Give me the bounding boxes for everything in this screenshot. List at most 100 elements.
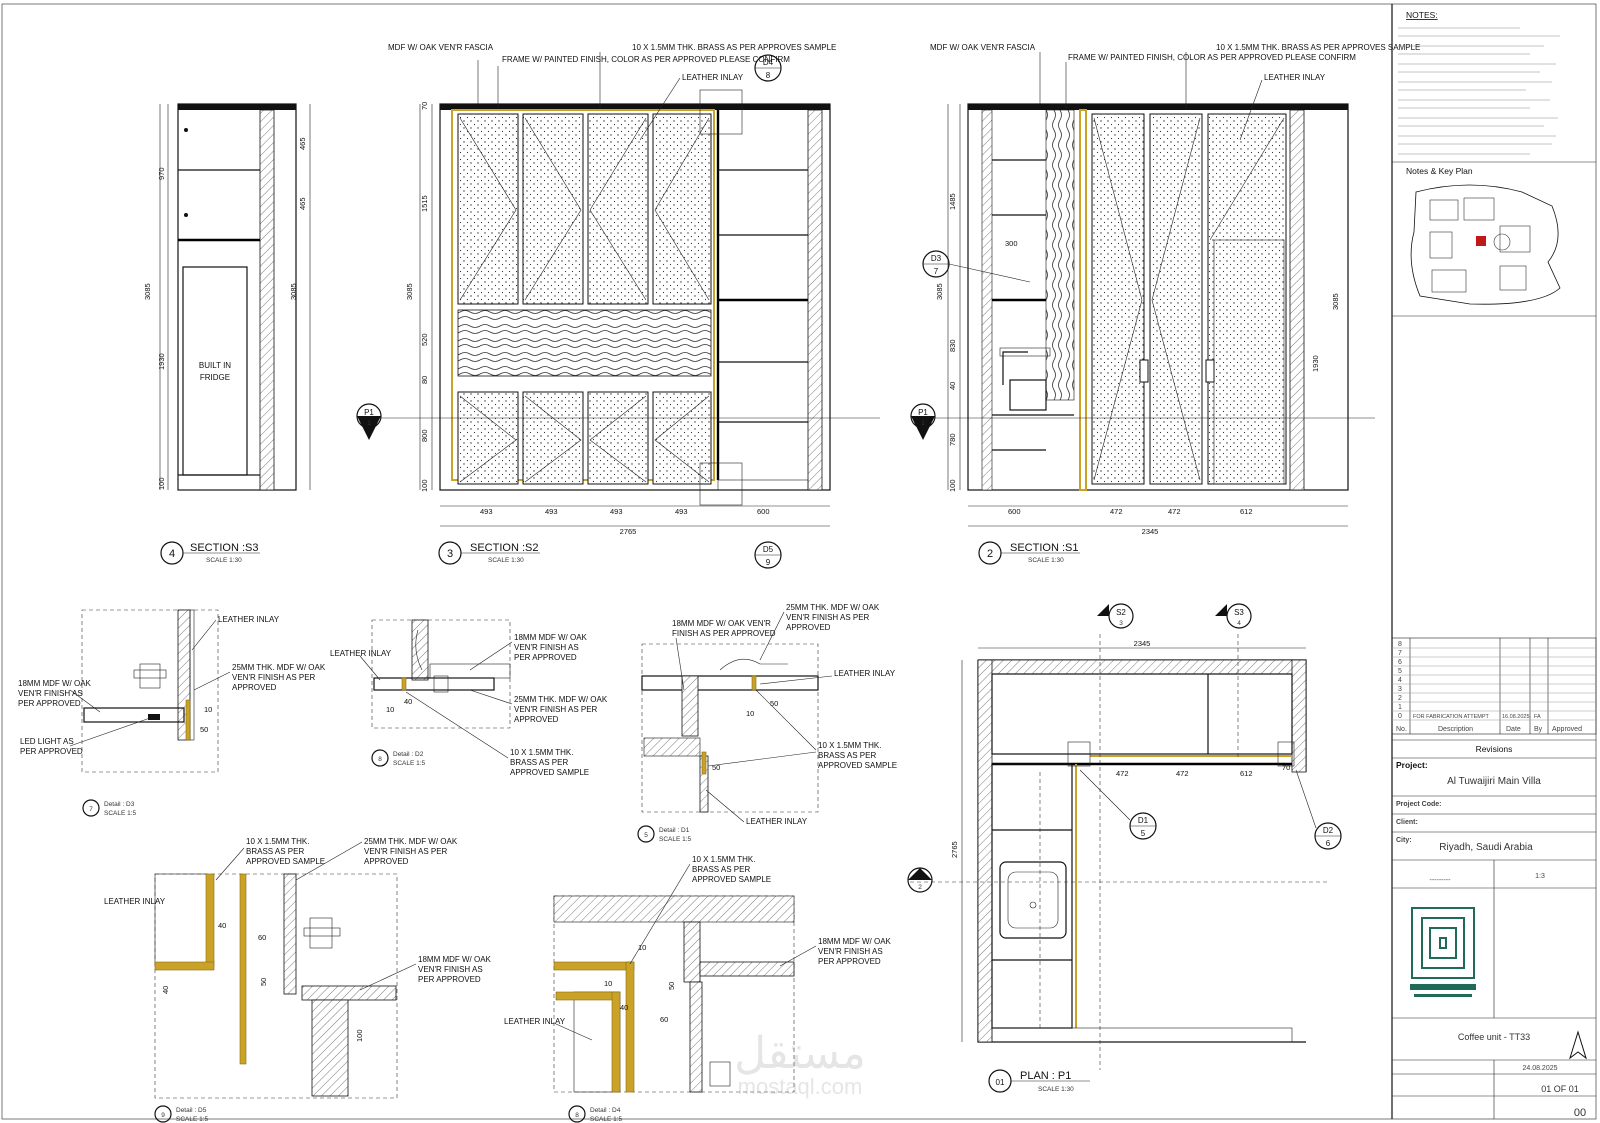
svg-text:1: 1: [367, 420, 371, 427]
callout-d4-sheet: 8: [766, 71, 771, 80]
rev-head-no: No.: [1396, 726, 1407, 733]
rev-head-desc: Description: [1438, 726, 1473, 733]
detail-title-8: Detail : D2: [393, 751, 424, 758]
dim-plan-612: 612: [1240, 769, 1253, 778]
view-title-plan: PLAN : P1: [1020, 1070, 1071, 1082]
rev-row0-by: FA: [1534, 714, 1541, 720]
d5-dim-100: 100: [355, 1029, 364, 1042]
dim-s2-mid: 520: [420, 333, 429, 346]
d2-label-brass-2: BRASS AS PER: [510, 758, 568, 767]
d3-label-25mm-2: VEN'R FINISH AS PER: [232, 673, 316, 682]
dim-s2-low: 800: [420, 429, 429, 442]
dim-s1-door-1: 472: [1110, 507, 1123, 516]
detail-num-7: 7: [89, 806, 93, 813]
detail-scale-5: SCALE 1:5: [659, 836, 692, 843]
rev-row-2: 2: [1398, 695, 1402, 702]
dim-s2-side: 600: [757, 507, 770, 516]
fridge-label-1: BUILT IN: [199, 361, 231, 370]
d3-label-led: LED LIGHT AS: [20, 737, 74, 746]
dim-s2-overall: 3085: [405, 283, 414, 300]
rev-head-approved: Approved: [1552, 726, 1582, 733]
upper-doors: [457, 113, 712, 305]
label-frame-s1: FRAME W/ PAINTED FINISH, COLOR AS PER AP…: [1068, 53, 1356, 62]
svg-text:1: 1: [921, 420, 925, 427]
project-label: Project:: [1396, 760, 1428, 770]
detail-num-d4: 8: [575, 1112, 579, 1119]
label-frame-s2: FRAME W/ PAINTED FINISH, COLOR AS PER AP…: [502, 55, 790, 64]
d1-label-leather-2: LEATHER INLAY: [746, 817, 808, 826]
d3-label-mdf-2: VEN'R FINISH AS: [18, 689, 83, 698]
callout-d2-sheet: 6: [1326, 839, 1331, 848]
callout-d1-sheet: 5: [1141, 829, 1146, 838]
label-leather-s2: LEATHER INLAY: [682, 73, 744, 82]
label-brass-s1: 10 X 1.5MM THK. BRASS AS PER APPROVES SA…: [1216, 43, 1420, 52]
svg-text:P1: P1: [364, 408, 374, 417]
dim-s3-overall: 3085: [143, 283, 152, 300]
label-mdf-fascia-s2: MDF W/ OAK VEN'R FASCIA: [388, 43, 494, 52]
dim-plan-width: 2345: [1134, 639, 1151, 648]
callout-d3-id: D3: [931, 254, 942, 263]
callout-d4-id: D4: [763, 58, 774, 67]
dim-s3-top: 970: [157, 167, 166, 180]
d4-dim-10: 10: [638, 943, 646, 952]
d1-label-mdf25-3: APPROVED: [786, 623, 831, 632]
d4-label-mdf18: 18MM MDF W/ OAK: [818, 937, 892, 946]
svg-text:S1: S1: [915, 872, 925, 881]
d5-label-mdf18-3: PER APPROVED: [418, 975, 481, 984]
section-s2: 3085 1515 520 80 800 100 70 493 493 493 …: [356, 43, 880, 569]
fridge-label-2: FRIDGE: [200, 373, 230, 382]
rev-row-4: 4: [1398, 677, 1402, 684]
rev-row-3: 3: [1398, 686, 1402, 693]
watermark-arabic: مستقل: [734, 1029, 866, 1078]
d2-dim-10: 10: [386, 705, 394, 714]
city-value: Riyadh, Saudi Arabia: [1439, 842, 1533, 853]
dim-s2-door-3: 493: [610, 507, 623, 516]
sheet-border: [1, 3, 1597, 1120]
client-label: Client:: [1396, 819, 1418, 826]
svg-text:4: 4: [1237, 620, 1241, 627]
d2-label-leather: LEATHER INLAY: [330, 649, 392, 658]
detail-scale-9: SCALE 1:5: [176, 1116, 209, 1123]
view-title-s2: SECTION :S2: [470, 542, 538, 554]
svg-text:3: 3: [1119, 620, 1123, 627]
d4-label-brass: 10 X 1.5MM THK.: [692, 855, 755, 864]
dim-s1-40: 40: [948, 382, 957, 390]
rev-row0-date: 16.08.2025: [1502, 714, 1530, 720]
d5-label-mdf25-3: APPROVED: [364, 857, 409, 866]
view-scale-s2: SCALE 1:30: [488, 557, 524, 564]
d4-label-brass-3: APPROVED SAMPLE: [692, 875, 771, 884]
notes-lines: [1398, 27, 1560, 155]
label-leather-s1: LEATHER INLAY: [1264, 73, 1326, 82]
d2-dim-40: 40: [404, 697, 412, 706]
d2-label-brass: 10 X 1.5MM THK.: [510, 748, 573, 757]
view-number-s1: 2: [987, 548, 993, 560]
company-logo: [1410, 907, 1476, 997]
project-name: Al Tuwaijiri Main Villa: [1447, 776, 1541, 787]
d5-label-mdf18: 18MM MDF W/ OAK: [418, 955, 492, 964]
dim-s2-gap: 80: [420, 376, 429, 384]
built-in-fridge: [182, 266, 248, 476]
detail-scale-7: SCALE 1:5: [104, 810, 137, 817]
revision-number: 00: [1574, 1107, 1586, 1119]
d2-label-mdf18-2: VEN'R FINISH AS: [514, 643, 579, 652]
rev-row-5: 5: [1398, 668, 1402, 675]
callout-s2: S2 3: [1097, 603, 1134, 629]
d1-label-mdf18: 18MM MDF W/ OAK VEN'R: [672, 619, 771, 628]
dim-s2-base: 100: [420, 479, 429, 492]
detail-d2: LEATHER INLAY 18MM MDF W/ OAK VEN'R FINI…: [330, 619, 608, 777]
label-mdf-fascia-s1: MDF W/ OAK VEN'R FASCIA: [930, 43, 1036, 52]
d4-label-brass-2: BRASS AS PER: [692, 865, 750, 874]
detail-d5: LEATHER INLAY 10 X 1.5MM THK. BRASS AS P…: [104, 837, 492, 1123]
d3-label-25mm: 25MM THK. MDF W/ OAK: [232, 663, 326, 672]
rev-head-by: By: [1534, 726, 1543, 733]
view-number-s3: 4: [169, 548, 175, 560]
detail-scale-d4: SCALE 1:5: [590, 1116, 623, 1123]
rev-head-date: Date: [1506, 726, 1521, 733]
detail-scale-8: SCALE 1:5: [393, 760, 426, 767]
d5-dim-40b: 40: [161, 986, 170, 994]
city-label: City:: [1396, 837, 1412, 844]
sheet-title: Coffee unit - TT33: [1458, 1032, 1530, 1042]
d2-label-mdf25-3: APPROVED: [514, 715, 559, 724]
dim-s3-shelf2: 465: [298, 197, 307, 210]
dim-s1-right: 612: [1240, 507, 1253, 516]
